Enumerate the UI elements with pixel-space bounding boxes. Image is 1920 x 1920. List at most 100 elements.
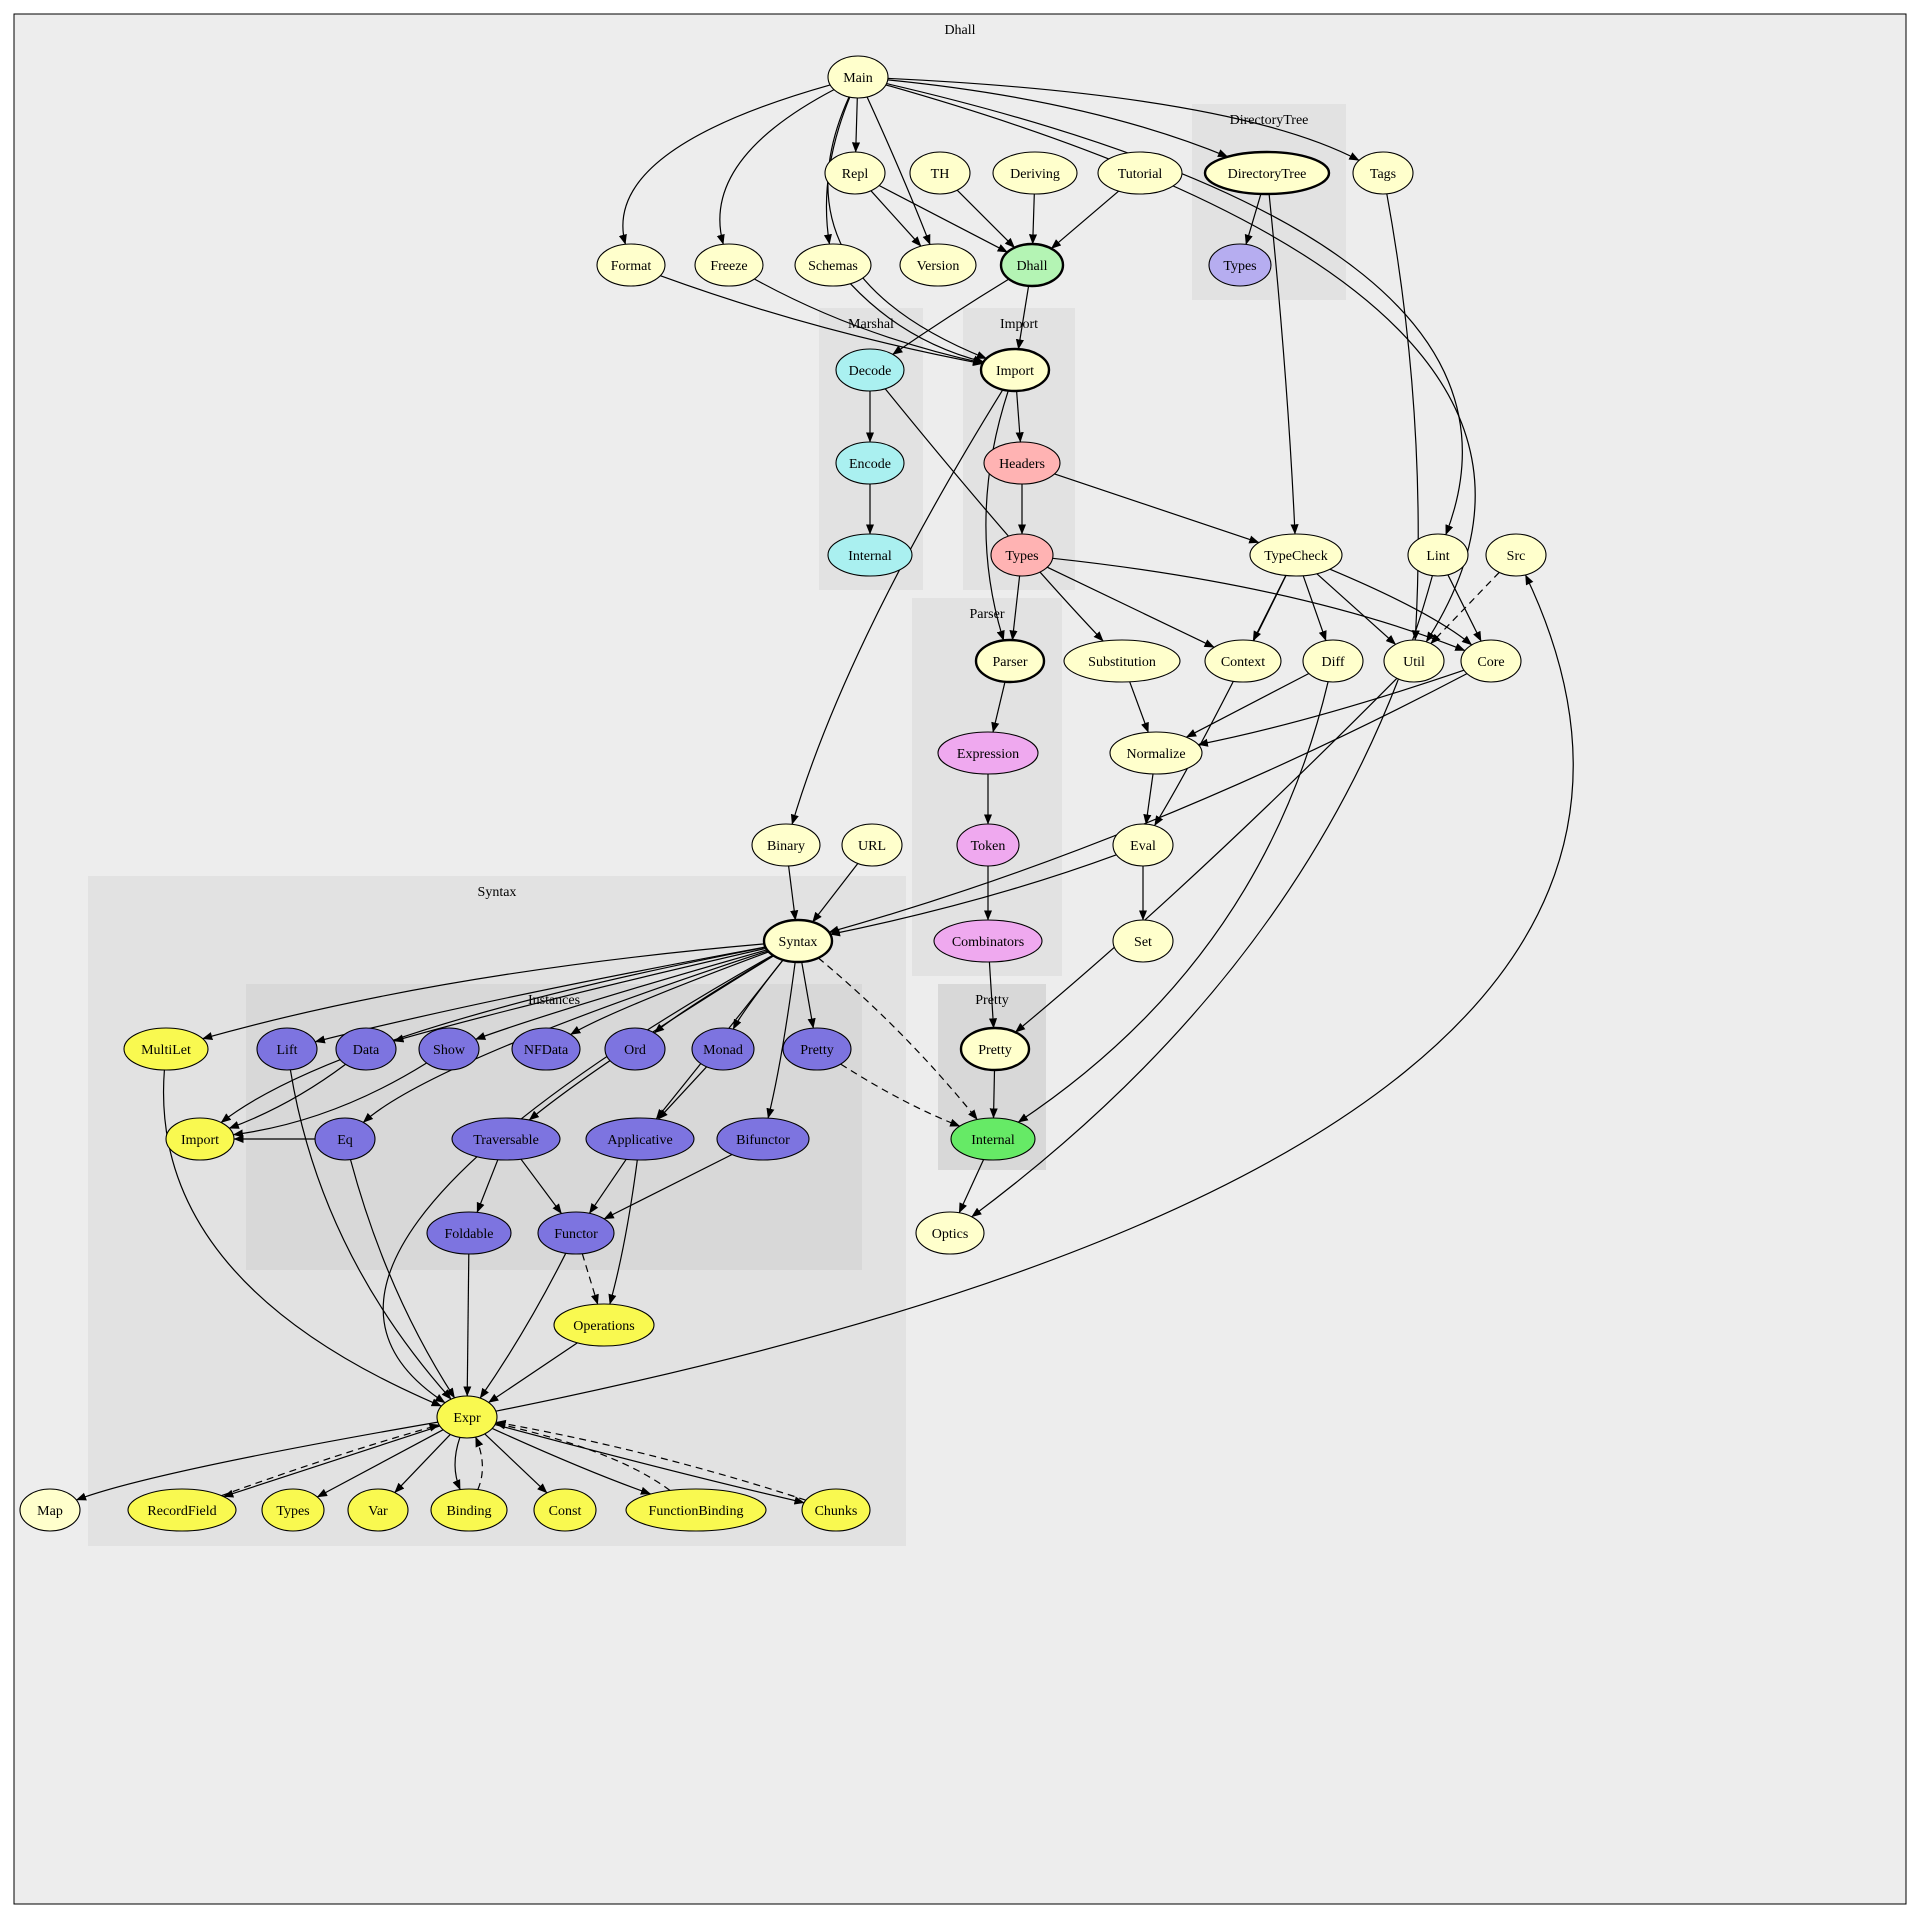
edge-syntax-eq bbox=[362, 950, 769, 1123]
node-applicative-shape bbox=[585, 1117, 695, 1161]
node-substitution: Substitution bbox=[1063, 639, 1181, 683]
node-ord-label: Ord bbox=[624, 1043, 646, 1058]
node-expression-shape bbox=[937, 731, 1039, 775]
node-diff-shape bbox=[1302, 639, 1364, 683]
edge-syntax-nfdata bbox=[570, 951, 770, 1036]
node-token-label: Token bbox=[971, 839, 1006, 854]
edge-recordfield-expr bbox=[221, 1423, 440, 1497]
node-types_syntax-label: Types bbox=[276, 1504, 309, 1519]
edge-main-directorytree bbox=[887, 79, 1229, 158]
node-internal_pretty-label: Internal bbox=[971, 1133, 1015, 1148]
node-repl-shape bbox=[824, 151, 886, 195]
node-eq: Eq bbox=[314, 1117, 376, 1161]
edge-decode-substitution bbox=[884, 388, 1104, 642]
node-core: Core bbox=[1460, 639, 1522, 683]
node-internal_pretty-shape bbox=[950, 1117, 1036, 1161]
node-types_syntax-shape bbox=[261, 1488, 325, 1532]
node-repl: Repl bbox=[824, 151, 886, 195]
edge-expr-types_syntax bbox=[316, 1429, 444, 1498]
node-version: Version bbox=[899, 243, 977, 287]
edge-lint-optics bbox=[971, 575, 1433, 1218]
node-expression: Expression bbox=[937, 731, 1039, 775]
edge-functor-expr bbox=[479, 1252, 567, 1399]
node-eq-label: Eq bbox=[337, 1133, 353, 1148]
node-optics-shape bbox=[915, 1211, 985, 1255]
node-recordfield: RecordField bbox=[127, 1488, 237, 1532]
edge-syntax-bifunctor bbox=[766, 961, 796, 1119]
edge-functionbinding-expr bbox=[495, 1421, 671, 1491]
edge-syntax-show bbox=[475, 949, 768, 1040]
node-lint-shape bbox=[1407, 533, 1469, 577]
node-substitution-label: Substitution bbox=[1088, 655, 1156, 670]
node-diff: Diff bbox=[1302, 639, 1364, 683]
edge-types_import-context bbox=[1046, 566, 1215, 648]
node-foldable-shape bbox=[426, 1211, 512, 1255]
edge-main-freeze bbox=[716, 89, 835, 245]
edge-types_import-parser bbox=[1009, 575, 1021, 641]
edge-syntax-import_syntax bbox=[220, 946, 766, 1123]
node-functor-shape bbox=[537, 1211, 615, 1255]
node-lift: Lift bbox=[256, 1027, 318, 1071]
edge-show-import_syntax bbox=[232, 1062, 427, 1138]
node-import_syntax-label: Import bbox=[181, 1133, 219, 1148]
node-context-label: Context bbox=[1221, 655, 1265, 670]
node-eval-shape bbox=[1112, 823, 1174, 867]
node-data-label: Data bbox=[353, 1043, 380, 1058]
edge-main-lint bbox=[886, 83, 1463, 536]
node-binary-shape bbox=[751, 823, 821, 867]
edge-schemas-import_main bbox=[849, 283, 985, 364]
node-decode-label: Decode bbox=[849, 364, 892, 379]
cluster-dhall-label: Dhall bbox=[944, 23, 975, 38]
node-parser-shape bbox=[974, 638, 1046, 684]
node-foldable-label: Foldable bbox=[445, 1227, 494, 1242]
edge-url-syntax bbox=[812, 863, 859, 923]
node-typecheck: TypeCheck bbox=[1249, 533, 1343, 577]
edge-substitution-normalize bbox=[1129, 681, 1149, 733]
node-set-label: Set bbox=[1134, 935, 1152, 950]
node-decode-shape bbox=[835, 348, 905, 392]
node-typecheck-label: TypeCheck bbox=[1264, 549, 1328, 564]
edge-operations-expr bbox=[488, 1342, 578, 1403]
node-map-label: Map bbox=[37, 1504, 63, 1519]
node-tutorial-shape bbox=[1097, 151, 1183, 195]
node-functor: Functor bbox=[537, 1211, 615, 1255]
edge-core-normalize bbox=[1197, 669, 1465, 747]
node-tags: Tags bbox=[1352, 151, 1414, 195]
node-const: Const bbox=[533, 1488, 597, 1532]
node-pretty_inst-shape bbox=[782, 1027, 852, 1071]
node-repl-label: Repl bbox=[842, 167, 869, 182]
node-pretty-label: Pretty bbox=[978, 1043, 1011, 1058]
node-binary: Binary bbox=[751, 823, 821, 867]
node-encode: Encode bbox=[835, 441, 905, 485]
node-multilet-shape bbox=[123, 1027, 209, 1071]
node-directorytree-shape bbox=[1203, 150, 1331, 196]
node-internal_marshal-label: Internal bbox=[848, 549, 892, 564]
node-tutorial-label: Tutorial bbox=[1118, 167, 1163, 182]
edge-import_main-parser bbox=[985, 390, 1009, 641]
node-version-label: Version bbox=[917, 259, 960, 274]
node-show-shape bbox=[418, 1027, 480, 1071]
node-token-shape bbox=[956, 823, 1020, 867]
edge-diff-internal_pretty bbox=[1017, 681, 1329, 1123]
edge-data-import_syntax bbox=[228, 1063, 346, 1129]
edge-main-version bbox=[866, 96, 931, 245]
node-pretty-shape bbox=[959, 1026, 1031, 1072]
edge-freeze-import_main bbox=[754, 278, 984, 366]
edge-expr-binding bbox=[452, 1437, 461, 1491]
node-traversable-shape bbox=[451, 1117, 561, 1161]
node-main: Main bbox=[827, 55, 889, 99]
node-functionbinding-label: FunctionBinding bbox=[649, 1504, 744, 1519]
edge-expr-src bbox=[495, 574, 1574, 1412]
edge-th-dhall bbox=[956, 189, 1016, 249]
node-context-shape bbox=[1204, 639, 1282, 683]
node-operations-shape bbox=[553, 1303, 655, 1347]
node-expr-shape bbox=[436, 1395, 498, 1439]
node-pretty_inst: Pretty bbox=[782, 1027, 852, 1071]
node-monad: Monad bbox=[691, 1027, 755, 1071]
node-core-label: Core bbox=[1477, 655, 1504, 670]
node-format: Format bbox=[596, 243, 666, 287]
node-util-label: Util bbox=[1403, 655, 1425, 670]
edge-directorytree-typecheck bbox=[1268, 193, 1299, 535]
node-set: Set bbox=[1112, 919, 1174, 963]
